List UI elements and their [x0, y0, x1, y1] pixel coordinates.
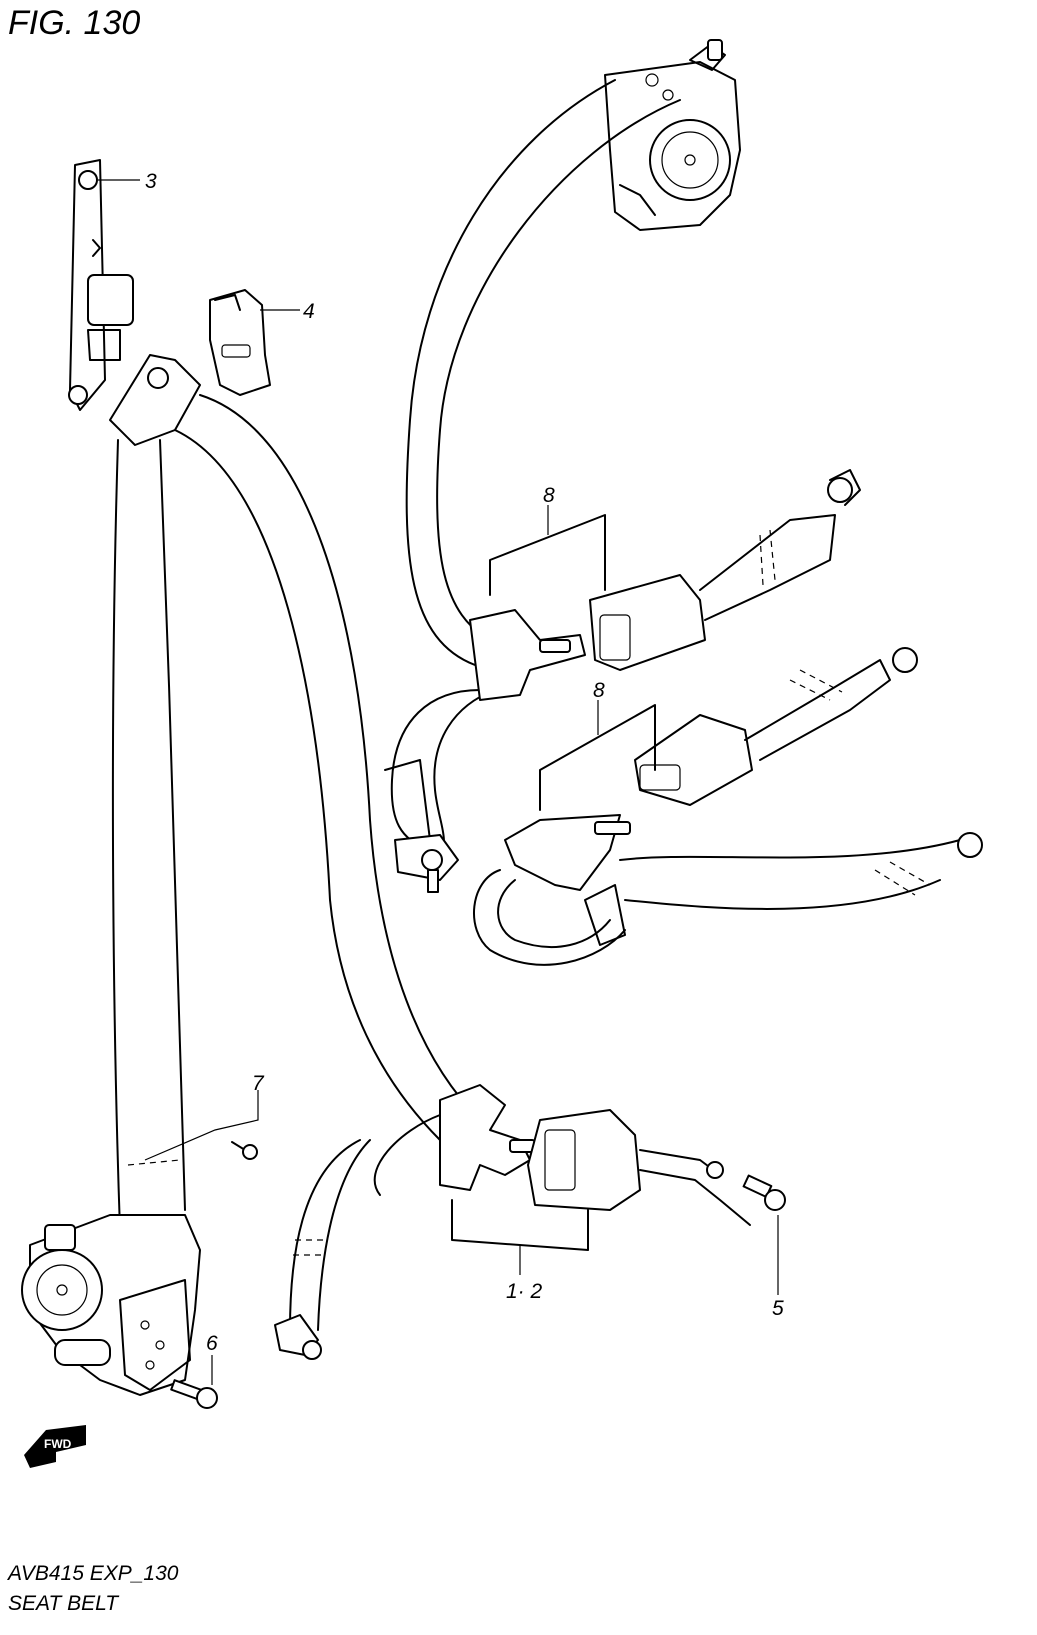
diagram-code: AVB415 EXP_130	[6, 1562, 179, 1585]
tongue-plate-lower	[473, 814, 983, 966]
front-buckle-assembly	[439, 1084, 751, 1226]
anchor-cover	[209, 289, 271, 396]
fwd-arrow-icon: FWD	[24, 1425, 86, 1468]
callout-8b: 8	[593, 679, 605, 702]
buckle-upper	[589, 469, 861, 671]
callout-5: 5	[772, 1297, 784, 1320]
diagram-name: SEAT BELT	[8, 1592, 120, 1615]
rear-belt-webbing	[384, 79, 681, 856]
rear-retractor-assembly	[604, 39, 741, 231]
front-retractor-assembly	[21, 1214, 201, 1396]
callout-bracket-8b	[539, 704, 656, 811]
rear-lower-anchor	[394, 834, 459, 893]
leader-7	[144, 1090, 259, 1161]
callout-8a: 8	[543, 484, 555, 507]
screw-7	[231, 1141, 258, 1160]
callout-7: 7	[252, 1072, 265, 1095]
front-lower-anchor	[274, 1314, 322, 1360]
bolt-6	[170, 1379, 218, 1409]
callout-1-2: 1· 2	[506, 1280, 543, 1303]
callout-6: 6	[206, 1332, 218, 1355]
upper-anchor-adjuster	[68, 159, 134, 411]
buckle-lower	[634, 647, 918, 806]
callout-3: 3	[145, 170, 157, 193]
callout-bracket-8a	[489, 514, 606, 596]
tongue-plate-upper	[469, 609, 586, 701]
fwd-label: FWD	[44, 1437, 72, 1451]
front-belt-webbing	[109, 354, 481, 1331]
bolt-5	[742, 1174, 786, 1211]
figure-title: FIG. 130	[8, 4, 140, 42]
callout-4: 4	[303, 300, 315, 323]
